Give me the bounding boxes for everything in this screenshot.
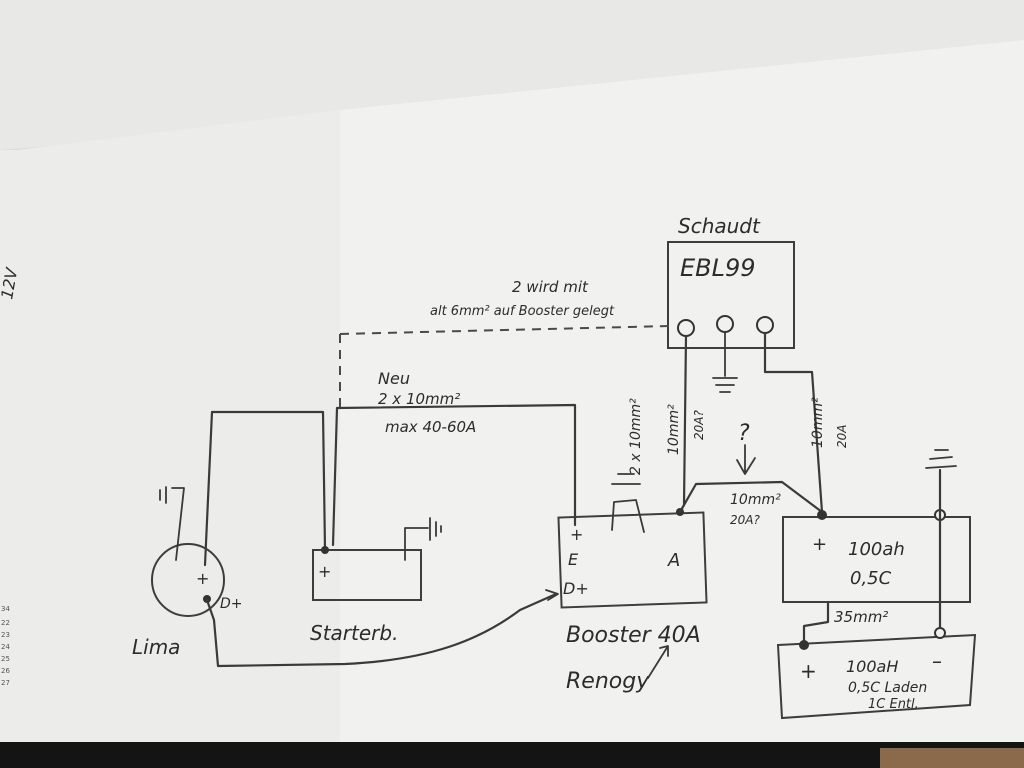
wire-35-label: 35mm²	[834, 608, 888, 626]
ebl-terminal-2	[716, 315, 734, 333]
battery1-box	[782, 516, 971, 603]
booster-ground-symbol	[611, 473, 641, 485]
neu-max-label: max 40-60A	[385, 418, 476, 436]
wire-lima-dplus-to-booster	[205, 592, 558, 668]
question-label: ?	[738, 421, 750, 446]
battery1-plus-label: +	[812, 534, 827, 555]
wire-ebl2-label: 10mm²	[810, 397, 826, 448]
wire-lima-to-starter	[203, 410, 327, 567]
lima-ground-symbol	[159, 486, 185, 561]
starter-plus-label: +	[318, 562, 331, 581]
battery1-cap-label: 100ah	[848, 539, 905, 560]
note-line1: 2 wird mit	[512, 278, 589, 296]
battery2-minus-label: –	[932, 649, 942, 673]
starter-ground-wire	[404, 527, 429, 561]
wire-ebl1-label: 10mm²	[666, 404, 682, 455]
booster-a-label: A	[667, 550, 680, 571]
battery2-discharge-label: 1C Entl.	[868, 697, 919, 712]
left-notepad	[0, 150, 20, 750]
paper-shadow	[18, 110, 340, 752]
wire-booster-to-battery	[678, 480, 824, 514]
starterb-label: Starterb.	[310, 621, 398, 645]
battery2-minus-node	[934, 627, 946, 639]
cal-num-1: 22	[1, 619, 10, 627]
ebl-ground-symbol	[712, 377, 738, 393]
ebl-terminal-3	[756, 316, 774, 334]
lima-dplus-label: D+	[220, 596, 243, 612]
booster-box	[557, 511, 708, 609]
lima-label: Lima	[132, 635, 180, 659]
renogy-arrow	[647, 645, 669, 679]
wire-mid-amp-label: 20A?	[730, 513, 760, 527]
battery1-plus-node	[817, 510, 827, 520]
starter-plus-node	[321, 546, 329, 554]
booster-ground-cable-label: 2 x 10mm²	[628, 398, 644, 475]
cal-num-6: 27	[1, 679, 10, 687]
desk-edge	[880, 748, 1024, 768]
question-arrow	[736, 444, 756, 475]
ebl99-box	[667, 241, 795, 349]
note-line2: alt 6mm² auf Booster gelegt	[430, 304, 615, 319]
cal-num-3: 24	[1, 643, 10, 651]
wire-35-link	[802, 600, 830, 644]
ebl99-label: EBL99	[680, 254, 756, 282]
renogy-label: Renogy	[566, 669, 650, 694]
wire-ebl1-amp-label: 20A?	[692, 410, 706, 440]
lima-circle	[151, 543, 225, 617]
battery1-rate-label: 0,5C	[850, 568, 892, 589]
neu-cable-label: 2 x 10mm²	[378, 390, 460, 408]
cal-num-4: 25	[1, 655, 10, 663]
booster-dplus-label: D+	[563, 579, 589, 598]
cal-num-0: 34	[1, 605, 10, 613]
black-bar	[0, 742, 1024, 768]
neu-label: Neu	[378, 369, 410, 388]
starter-ground-symbol	[429, 517, 442, 541]
calendar-numbers: 34 22 23 24 25 26 27	[1, 605, 10, 687]
wire-new-starter-to-booster	[331, 403, 577, 547]
margin-left-text: 12V	[0, 266, 22, 301]
battery-ground-symbol	[925, 449, 957, 469]
booster-e-plus-label: +	[570, 525, 583, 544]
starter-battery-box	[312, 549, 422, 601]
cal-num-5: 26	[1, 667, 10, 675]
battery2-box	[776, 633, 977, 720]
wire-ebl-to-battery	[763, 331, 824, 514]
booster-e-label: E	[568, 550, 579, 569]
dashed-old-wire	[339, 325, 671, 408]
booster-dplus-arrow	[545, 589, 559, 601]
cal-num-2: 23	[1, 631, 10, 639]
booster-ground-wire	[611, 499, 645, 533]
booster-title-label: Booster 40A	[566, 623, 701, 648]
manufacturer-label: Schaudt	[678, 214, 761, 238]
ebl-terminal-1	[677, 319, 695, 337]
back-sheet	[0, 0, 1024, 150]
battery2-plus-node	[799, 640, 809, 650]
battery2-cap-label: 100aH	[846, 657, 898, 676]
battery2-plus-label: +	[800, 659, 817, 683]
wire-mid-label: 10mm²	[730, 492, 781, 508]
lima-plus-label: +	[196, 569, 209, 588]
battery2-charge-label: 0,5C Laden	[848, 680, 927, 696]
wire-ebl2-amp-label: 20A	[835, 425, 849, 448]
